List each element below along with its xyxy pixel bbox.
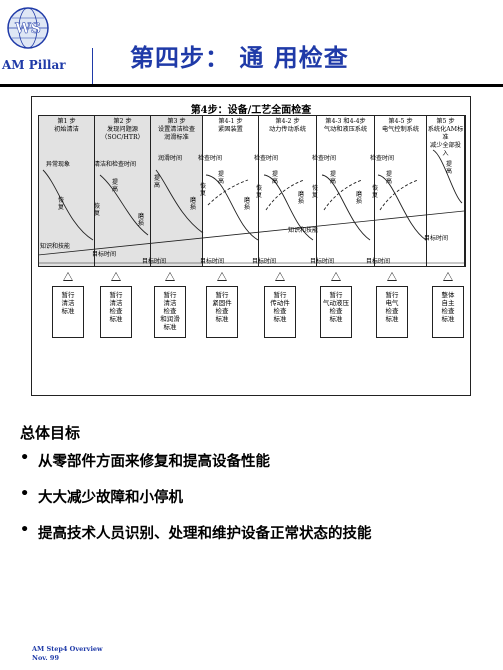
goals-list: 从零部件方面来修复和提高设备性能 大大减少故障和小停机 提高技术人员识别、处理和… [20, 450, 372, 558]
label-knowledge: 知识和技能 [40, 243, 71, 250]
label-target-time-5: 目标时间 [424, 235, 449, 242]
goal-item: 提高技术人员识别、处理和维护设备正常状态的技能 [20, 522, 372, 558]
stage-4: 第4-1 步紧固装置 [203, 116, 259, 266]
stage-label: 第3 步设置清洁检查润滑标准 [157, 118, 196, 141]
label-restore-45: 恢复 [372, 185, 379, 199]
label-check-time-41: 检查时间 [198, 155, 223, 162]
stage-6: 第4-3 和4-4步气动和液压系统 [317, 116, 375, 266]
goal-item: 从零部件方面来修复和提高设备性能 [20, 450, 372, 486]
standard-box: 暂行气动液压检查标准 [320, 286, 352, 338]
label-lube-time: 润滑时间 [158, 155, 183, 162]
label-target-time-45: 目标时间 [366, 258, 391, 265]
label-check-time-45: 检查时间 [370, 155, 395, 162]
standard-marker-icon [165, 272, 175, 281]
label-target-time-43: 目标时间 [310, 258, 335, 265]
label-improve-2: 提高 [112, 179, 119, 193]
page-title: 第四步： 通 用检查 [130, 44, 349, 72]
label-improve-45: 提高 [386, 171, 393, 185]
header-divider [92, 48, 93, 84]
label-clean-check-time: 清洁和检查时间 [94, 161, 137, 168]
label-improve-43: 提高 [330, 171, 337, 185]
label-restore-1: 恢复 [58, 197, 65, 211]
standard-marker-icon [63, 272, 73, 281]
stage-label: 第4-1 步紧固装置 [218, 118, 243, 133]
goals-title: 总体目标 [20, 424, 81, 442]
label-check-time-42: 检查时间 [254, 155, 279, 162]
label-restore-43: 恢复 [312, 185, 319, 199]
curves-overlay [38, 149, 464, 264]
stage-1: 第1 步初始清洁 [39, 116, 95, 266]
stage-label: 第4-3 和4-4步气动和液压系统 [323, 118, 368, 133]
label-deteriorate-41: 磨损 [190, 197, 197, 211]
stage-label: 第4-5 步电气控制系统 [381, 118, 420, 133]
stage-5: 第4-2 步动力传动系统 [259, 116, 317, 266]
label-improve-5: 提高 [446, 161, 453, 175]
standards-row: 暂行清洁标准暂行清洁检查标准暂行清洁检查和润滑标准暂行紧固件检查标准暂行传动件检… [38, 272, 464, 392]
label-restore-2: 恢复 [94, 203, 101, 217]
standard-box: 暂行传动件检查标准 [264, 286, 296, 338]
standard-box: 暂行清洁标准 [52, 286, 84, 338]
standard-marker-icon [443, 272, 453, 281]
label-deteriorate-43: 磨损 [298, 191, 305, 205]
standard-box: 暂行清洁检查标准 [100, 286, 132, 338]
label-deteriorate-3: 磨损 [138, 213, 145, 227]
stage-label: 第2 步发现问题源（SOC/HTR） [101, 118, 144, 141]
standard-box: 暂行电气检查标准 [376, 286, 408, 338]
label-target-time-42: 目标时间 [252, 258, 277, 265]
label-knowledge-2: 知识和技能 [288, 227, 319, 234]
footer-line-1: AM Step4 Overview [32, 645, 103, 653]
label-restore-42: 恢复 [256, 185, 263, 199]
stage-8: 第5 步系统化AM标准减少全部投入 [427, 116, 465, 266]
diagram-title: 第4步：设备/工艺全面检查 [190, 105, 312, 116]
label-improve-41: 提高 [218, 171, 225, 185]
label-target-time-2: 目标时间 [92, 251, 117, 258]
stage-label: 第1 步初始清洁 [54, 118, 79, 133]
standard-box: 暂行紧固件检查标准 [206, 286, 238, 338]
standard-marker-icon [331, 272, 341, 281]
stage-7: 第4-5 步电气控制系统 [375, 116, 427, 266]
footer-line-2: Nov. 99 [32, 654, 59, 662]
goal-item: 大大减少故障和小停机 [20, 486, 372, 522]
label-deteriorate-42: 磨损 [244, 197, 251, 211]
standard-box: 暂行清洁检查和润滑标准 [154, 286, 186, 338]
stage-label: 第4-2 步动力传动系统 [268, 118, 307, 133]
standard-box: 整体自主检查标准 [432, 286, 464, 338]
label-deteriorate-45: 磨损 [356, 191, 363, 205]
label-target-time-41: 目标时间 [200, 258, 225, 265]
footer: AM Step4 Overview Nov. 99 [32, 645, 103, 663]
label-target-time-3: 目标时间 [142, 258, 167, 265]
stage-2: 第2 步发现问题源（SOC/HTR） [95, 116, 151, 266]
step4-diagram: 第4步：设备/工艺全面检查 第1 步初始清洁 第2 步发现问题源（SOC/HTR）… [31, 96, 471, 396]
stage-strip: 第1 步初始清洁 第2 步发现问题源（SOC/HTR） 第3 步设置清洁检查润滑标准… [38, 115, 466, 267]
label-improve-42: 提高 [272, 171, 279, 185]
stage-label: 第5 步系统化AM标准减少全部投入 [427, 118, 464, 157]
label-abnormal: 异常现象 [46, 161, 71, 168]
standard-marker-icon [387, 272, 397, 281]
standard-marker-icon [217, 272, 227, 281]
standard-marker-icon [111, 272, 121, 281]
svg-text:WS: WS [14, 21, 41, 37]
label-improve-3: 提高 [154, 175, 161, 189]
header-rule [0, 84, 503, 87]
standard-marker-icon [275, 272, 285, 281]
ws-globe-logo-icon: WS [7, 7, 49, 49]
label-restore-41: 恢复 [200, 183, 207, 197]
logo-caption: AM Pillar [2, 58, 66, 72]
label-check-time-43: 检查时间 [312, 155, 337, 162]
